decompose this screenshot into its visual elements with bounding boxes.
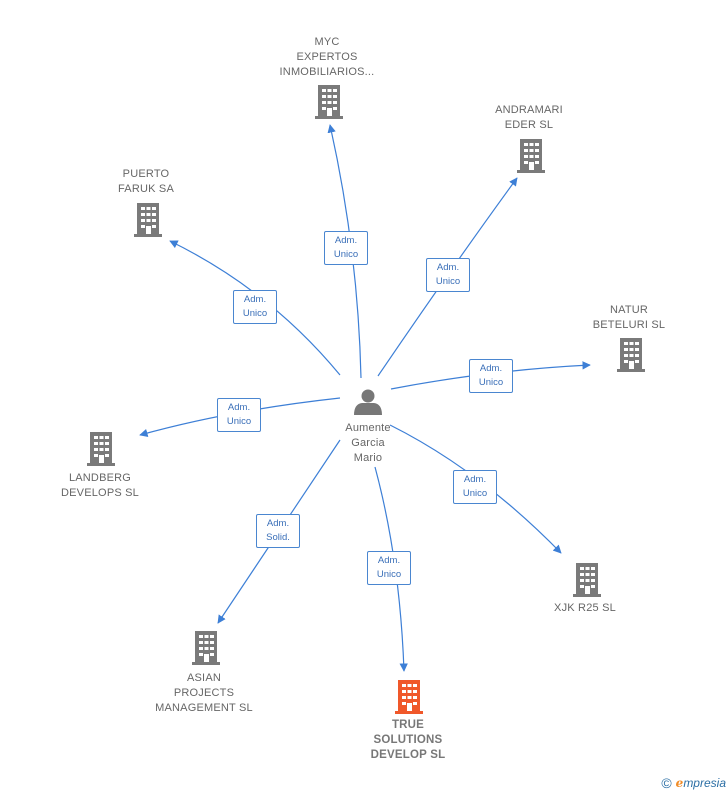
brand-initial: e [675,776,684,790]
role-box-landberg: Adm. Unico [217,398,261,432]
center-person-label[interactable]: Aumente Garcia Mario [345,422,391,464]
company-label-puerto[interactable]: PUERTO FARUK SA [117,168,174,195]
role-box-true: Adm. Unico [367,551,411,585]
person-icon[interactable] [354,389,382,416]
role-box-asian: Adm. Solid. [256,514,300,548]
role-box-myc: Adm. Unico [324,231,368,265]
building-icon[interactable] [134,203,162,237]
role-text: Adm. Unico [242,294,268,319]
role-box-andramari: Adm. Unico [426,258,470,292]
brand-logo: empresia [676,776,726,790]
role-text: Adm. Unico [435,262,461,287]
company-label-myc[interactable]: MYC EXPERTOS INMOBILIARIOS... [279,36,375,78]
company-label-xjk[interactable]: XJK R25 SL [554,602,616,614]
role-box-natur: Adm. Unico [469,359,513,393]
building-icon[interactable] [573,563,601,597]
company-label-natur[interactable]: NATUR BETELURI SL [592,304,666,331]
role-text: Adm. Unico [333,235,359,260]
building-icon[interactable] [517,139,545,173]
role-text: Adm. Unico [226,402,252,427]
building-icon[interactable] [87,432,115,466]
company-label-asian[interactable]: ASIAN PROJECTS MANAGEMENT SL [155,672,253,714]
building-icon[interactable] [617,338,645,372]
role-box-puerto: Adm. Unico [233,290,277,324]
company-label-true[interactable]: TRUE SOLUTIONS DEVELOP SL [370,719,446,761]
brand-name: mpresia [683,776,726,790]
building-icon[interactable] [192,631,220,665]
role-text: Adm. Unico [462,474,488,499]
company-label-andramari[interactable]: ANDRAMARI EDER SL [495,104,563,131]
company-label-landberg[interactable]: LANDBERG DEVELOPS SL [60,472,139,499]
role-box-xjk: Adm. Unico [453,470,497,504]
role-text: Adm. Unico [376,555,402,580]
role-text: Adm. Unico [478,363,504,388]
copyright-symbol: © [661,775,672,791]
footer-brand[interactable]: © empresia [661,775,726,791]
building-icon[interactable] [315,85,343,119]
building-icon-highlight[interactable] [395,680,423,714]
role-text: Adm. Solid. [266,518,290,543]
